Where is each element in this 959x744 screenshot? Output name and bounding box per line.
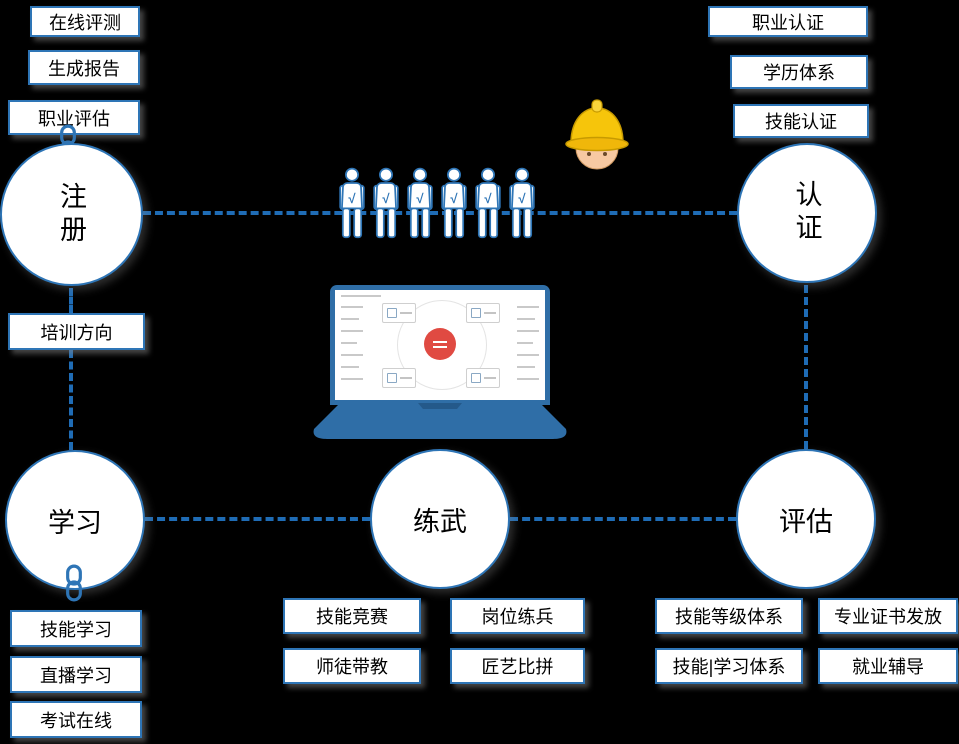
label-box-post-drill: 岗位练兵 [450,598,585,634]
person-check: √ [484,191,492,206]
dashboard-left-text-placeholder [341,318,359,320]
connector-training-study [69,350,73,450]
node-practice-label: 练武 [413,506,467,537]
mini-box-icon [470,373,481,383]
dashboard-right-text-placeholder [517,306,539,308]
label-box-craft-contest: 匠艺比拼 [450,648,585,684]
node-study: 学习 [5,450,145,590]
label-box-online-assessment: 在线评测 [30,6,140,37]
person-check: √ [518,191,526,206]
dashboard-left-text-placeholder [341,366,359,368]
mini-box-text-placeholder [483,377,496,379]
connector-register-training [69,288,73,313]
node-certify: 认证 [737,143,877,283]
laptop-screen [330,285,550,405]
dashboard-mini-box [382,368,416,388]
label-box-live-learning: 直播学习 [10,656,142,693]
laptop-display [335,290,545,400]
dashboard-header-placeholder [341,295,381,297]
label-box-certificate-issuing: 专业证书发放 [818,598,958,634]
mini-box-text-placeholder [399,312,412,314]
person-icon: √ [509,167,535,239]
mini-box-icon [386,373,397,383]
dashboard-right-text-placeholder [517,342,533,344]
label-box-employment-coaching: 就业辅导 [818,648,958,684]
dashboard-right-text-placeholder [517,330,539,332]
label-box-skill-learning: 技能学习 [10,610,142,647]
person-icon: √ [475,167,501,239]
node-evaluate: 评估 [736,449,876,589]
node-certify-label: 认证 [791,180,822,246]
mini-box-text-placeholder [483,312,496,314]
label-box-education-system: 学历体系 [730,55,868,89]
person-icon: √ [441,167,467,239]
dashboard-left-text-placeholder [341,342,357,344]
mini-box-text-placeholder [399,377,412,379]
dashboard-center-icon [424,328,456,360]
dashboard-mini-box [466,368,500,388]
node-study-label: 学习 [48,507,102,538]
connector-register-certify [143,211,737,215]
connector-study-practice [145,517,370,521]
node-register-label: 注册 [56,181,86,248]
person-check: √ [382,191,390,206]
dashboard-right-text-placeholder [517,354,539,356]
dashboard-mini-box [466,303,500,323]
person-icon: √ [339,167,365,239]
label-box-mentor-teaching: 师徒带教 [283,648,421,684]
person-check: √ [348,191,356,206]
person-check: √ [416,191,424,206]
mini-box-icon [470,308,481,318]
label-box-generate-report: 生成报告 [28,50,140,85]
label-box-skill-grade-system: 技能等级体系 [655,598,803,634]
connector-certify-evaluate [804,285,808,449]
dashboard-right-text-placeholder [517,378,539,380]
connector-practice-evaluate [510,517,736,521]
dashboard-left-text-placeholder [341,330,363,332]
mini-box-icon [386,308,397,318]
label-box-skill-learning-system: 技能|学习体系 [655,648,803,684]
dashboard-left-text-placeholder [341,354,363,356]
label-box-career-certification: 职业认证 [708,6,868,37]
dashboard-left-text-placeholder [341,378,363,380]
dashboard-left-text-placeholder [341,306,363,308]
laptop-base [313,403,567,439]
chain-link-icon [66,564,82,602]
person-icon: √ [373,167,399,239]
laptop-illustration [312,285,568,441]
label-box-skill-certification: 技能认证 [733,104,869,138]
node-practice: 练武 [370,449,510,589]
worker-hat-icon [565,99,629,170]
node-register: 注册 [0,143,143,286]
label-box-skill-competition: 技能竞赛 [283,598,421,634]
person-check: √ [450,191,458,206]
dashboard-ring [397,300,487,390]
dashboard-right-text-placeholder [517,318,535,320]
node-evaluate-label: 评估 [779,506,833,537]
label-box-training-direction: 培训方向 [8,313,145,350]
label-box-online-exam: 考试在线 [10,701,142,738]
person-icon: √ [407,167,433,239]
trainees-group: √ √ √ √ [338,163,536,245]
dashboard-right-text-placeholder [517,366,535,368]
dashboard-mini-box [382,303,416,323]
